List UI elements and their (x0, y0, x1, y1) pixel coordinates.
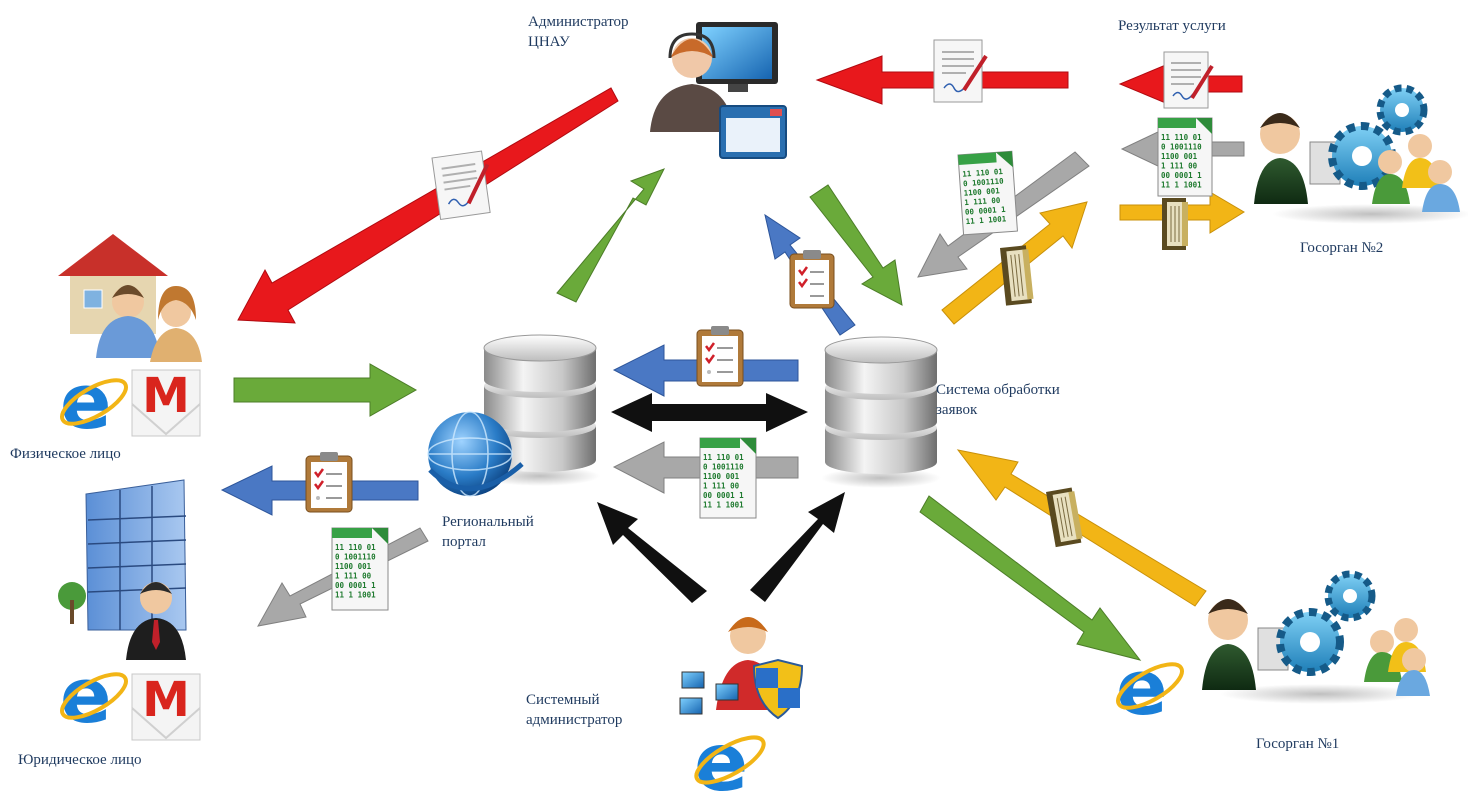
svg-text:e: e (60, 651, 112, 740)
svg-text:e: e (60, 357, 112, 446)
arrow-admin-to-person (237, 87, 619, 324)
archive-folder-icon (1046, 487, 1083, 548)
code-line: 11 110 01 (335, 543, 376, 552)
admin-cnau-icon (650, 22, 787, 159)
label-processing-system-line1: Система обработки (936, 382, 1060, 398)
clipboard-checklist-icon (696, 326, 744, 387)
signed-document-icon-result (933, 39, 988, 103)
clipboard-checklist-icon (305, 452, 353, 513)
label-system-admin: Системный администратор (526, 690, 622, 730)
database-processing-icon (821, 336, 941, 488)
label-physical-person: Физическое лицо (10, 446, 121, 462)
legal-entity-icon (58, 479, 187, 660)
archive-folder-icon (1000, 245, 1034, 306)
gosorgan2-icon (1254, 84, 1468, 224)
arrow-sysadmin-to-processing (750, 492, 845, 602)
arrow-person-to-portal (233, 363, 418, 417)
label-gosorgan2: Госорган №2 (1300, 240, 1384, 256)
code-line: 1100 001 (703, 472, 740, 481)
label-system-admin-line2: администратор (526, 712, 623, 728)
browser-icon: e (60, 651, 128, 740)
code-line: 1100 001 (335, 562, 372, 571)
arrow-bidirectional-db (611, 393, 808, 432)
code-line: 1 111 00 (335, 572, 372, 581)
code-line: 1100 001 (1161, 152, 1198, 161)
label-legal-entity: Юридическое лицо (18, 752, 142, 768)
arrow-admin-to-processing (809, 184, 903, 306)
label-admin-cnau-line2: ЦНАУ (528, 34, 570, 50)
arrow-processing-to-gos1 (919, 495, 1142, 661)
label-regional-portal-line1: Региональный (442, 514, 534, 530)
arrow-sysadmin-to-portal (597, 502, 707, 603)
label-admin-cnau: Администратор ЦНАУ (528, 12, 629, 52)
arrow-gos1-to-processing (956, 449, 1207, 607)
mail-icon: M (131, 672, 201, 741)
code-line: 11 1 1001 (965, 214, 1007, 226)
signed-document-icon-small (1163, 51, 1214, 109)
physical-person-icon (58, 234, 202, 362)
signed-document-icon (431, 150, 491, 220)
code-line: 1100 001 (963, 186, 1000, 198)
code-line: 1 111 00 (1161, 162, 1198, 171)
label-regional-portal: Региональный портал (442, 512, 534, 552)
label-processing-system: Система обработки заявок (936, 380, 1060, 420)
globe-icon (427, 411, 524, 497)
code-line: 0 1001110 (335, 553, 376, 562)
code-line: 11 110 01 (962, 167, 1004, 179)
arrow-portal-to-admin (556, 168, 666, 303)
code-line: 1 111 00 (703, 482, 740, 491)
label-admin-cnau-line1: Администратор (528, 14, 629, 30)
code-line: 0 1001110 (703, 463, 744, 472)
browser-icon: e (694, 716, 766, 794)
code-line: 00 0001 1 (335, 581, 376, 590)
label-processing-system-line2: заявок (936, 402, 978, 418)
svg-text:M: M (142, 368, 190, 424)
label-service-result: Результат услуги (1118, 18, 1226, 34)
gear-icon (1376, 84, 1428, 136)
code-line: 11 110 01 (1161, 133, 1202, 142)
code-line: 0 1001110 (963, 176, 1005, 188)
code-line: 1 111 00 (964, 196, 1001, 208)
code-line: 00 0001 1 (703, 491, 744, 500)
code-line: 11 1 1001 (1161, 181, 1202, 190)
browser-icon: e (60, 357, 128, 446)
system-admin-icon (679, 617, 804, 720)
code-line: 0 1001110 (1161, 143, 1202, 152)
svg-text:M: M (142, 672, 190, 728)
label-regional-portal-line2: портал (442, 534, 486, 550)
gear-icon (1324, 570, 1376, 622)
clipboard-checklist-icon (789, 250, 835, 309)
gear-icon (1276, 608, 1344, 676)
code-line: 11 110 01 (703, 453, 744, 462)
mail-icon: M (131, 368, 201, 437)
code-line: 11 1 1001 (335, 591, 376, 600)
code-line: 11 1 1001 (703, 501, 744, 510)
label-system-admin-line1: Системный (526, 692, 600, 708)
code-line: 00 0001 1 (965, 205, 1007, 217)
label-gosorgan1: Госорган №1 (1256, 736, 1340, 752)
gosorgan1-icon (1202, 570, 1430, 704)
archive-folder-icon (1162, 198, 1188, 250)
database-portal-icon (480, 334, 600, 486)
code-line: 00 0001 1 (1161, 171, 1202, 180)
browser-icon: e (1116, 643, 1184, 732)
